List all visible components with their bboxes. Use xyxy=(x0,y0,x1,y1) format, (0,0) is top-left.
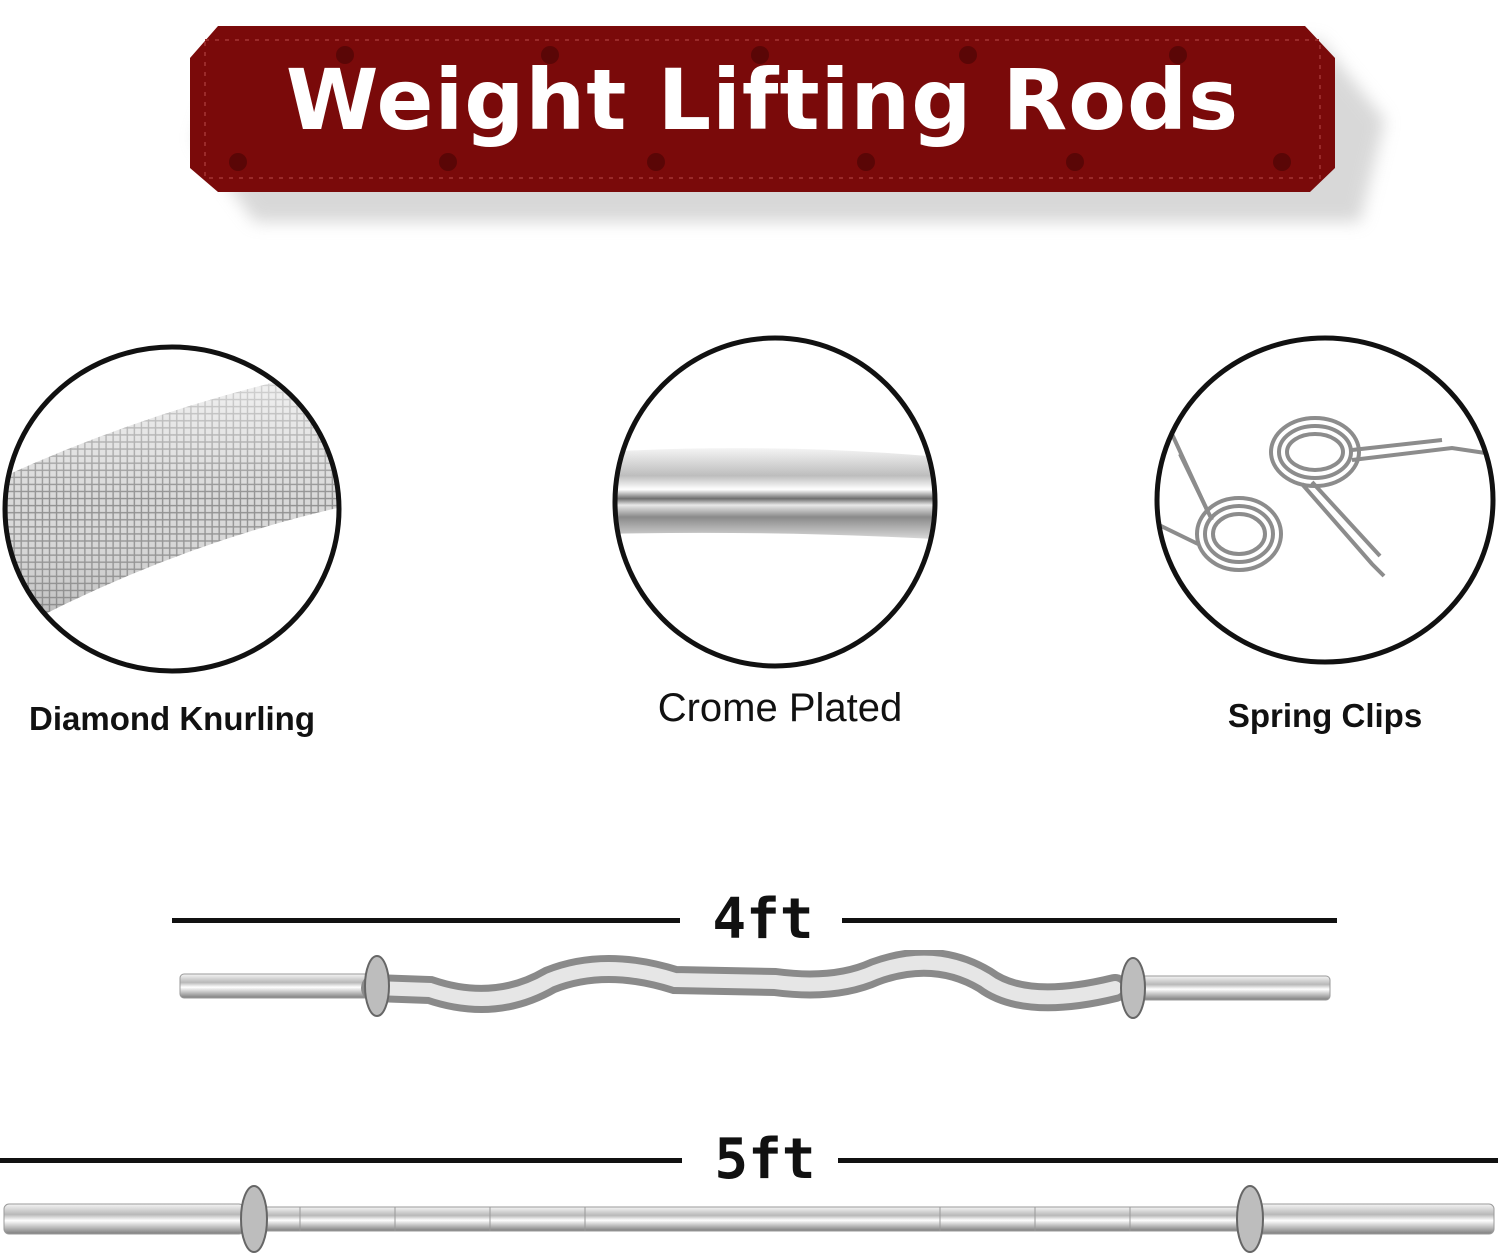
feature-label-crome-plated: Crome Plated xyxy=(657,686,903,730)
feature-label-diamond-knurling: Diamond Knurling xyxy=(29,700,315,737)
knurled-bar-closeup-icon xyxy=(2,344,342,674)
curl-bar-image xyxy=(179,950,1331,1019)
page-title: Weight Lifting Rods xyxy=(285,51,1240,149)
title-banner: Weight Lifting Rods xyxy=(0,0,1500,240)
spring-clips-icon xyxy=(1154,335,1496,665)
rod-length-5ft: 5ft xyxy=(714,1127,816,1192)
dimension-line-5ft-left xyxy=(0,1158,682,1163)
banner-shape xyxy=(190,26,1385,222)
feature-label-spring-clips: Spring Clips xyxy=(1227,697,1423,734)
chrome-bar-closeup-icon xyxy=(612,335,938,669)
dimension-line-4ft-left xyxy=(172,918,680,923)
straight-bar-image xyxy=(3,1185,1495,1253)
rod-length-4ft: 4ft xyxy=(712,887,814,952)
dimension-line-5ft-right xyxy=(838,1158,1498,1163)
dimension-line-4ft-right xyxy=(842,918,1337,923)
